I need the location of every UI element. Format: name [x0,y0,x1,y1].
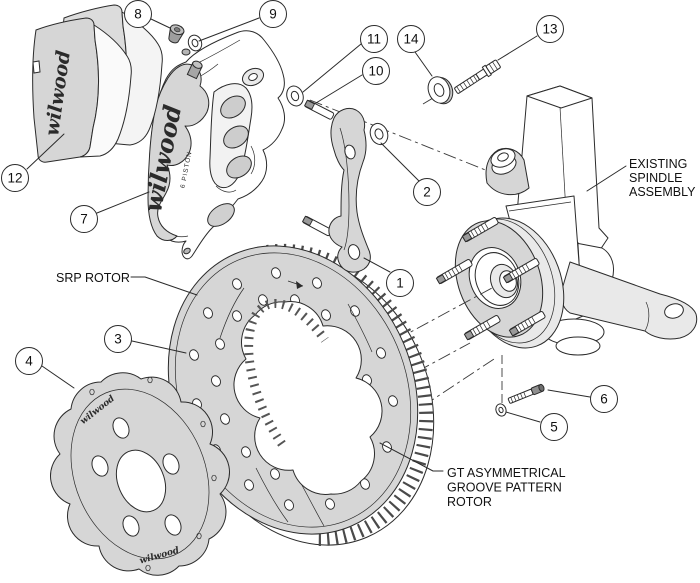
rotor-vent-vanes [240,243,434,547]
text-labels: SRP ROTOR EXISTING SPINDLE ASSEMBLY GT A… [56,157,696,509]
rotor-hat: wilwood wilwood [50,372,230,576]
svg-text:4: 4 [25,354,33,369]
wheel-stud [461,217,499,243]
callout-13: 13 [536,15,564,43]
caliper-piston-openings [220,95,252,179]
bracket-hole-upper [344,144,356,160]
flat-washer-2 [369,122,389,146]
caliper-face [147,63,210,241]
callout-8: 8 [124,0,152,28]
svg-text:9: 9 [269,7,277,22]
callout-11: 11 [360,25,388,53]
callout-5: 5 [540,413,568,441]
caliper-mounting-bracket [286,85,389,273]
bracket-stud-upper [303,99,335,120]
bleed-fitting-top [181,48,191,56]
wheel-stud [508,311,546,337]
rotor-center-opening [233,301,383,495]
mounting-bolt-13 [454,59,501,94]
svg-text:10: 10 [368,64,383,79]
callout-2: 2 [413,178,441,206]
svg-text:2: 2 [423,185,431,200]
wheel-stud [435,259,473,285]
spacer-washer-14 [427,76,454,105]
callout-12: 12 [1,164,29,192]
steering-arm-eye [664,303,684,319]
callouts: 1 2 3 4 5 6 7 8 9 10 11 12 13 14 [1,0,618,441]
bracket-body [328,107,371,273]
svg-text:6: 6 [600,392,608,407]
label-gt-rotor-line3: ROTOR [447,495,492,509]
bracket-hole-lower [347,244,361,260]
flat-washer-5 [495,403,507,417]
label-gt-rotor-line1: GT ASYMMETRICAL [447,466,566,480]
rotor-grooves [219,287,373,527]
callout-9: 9 [259,0,287,28]
label-existing-spindle-line3: ASSEMBLY [629,185,696,199]
svg-text:12: 12 [7,171,22,186]
brake-caliper: wilwood 6 PISTON [138,30,286,260]
svg-text:11: 11 [367,32,381,47]
wheel-stud [502,258,540,284]
rotation-arrow [287,280,304,289]
svg-text:7: 7 [80,212,88,227]
svg-text:14: 14 [403,32,419,47]
brake-pad-front-friction [79,24,132,158]
wheel-stud [463,315,501,341]
svg-text:13: 13 [542,22,557,37]
hat-rim-dimples [89,376,217,572]
spindle-post-top-face [526,85,593,109]
hat-center-bore [115,449,167,513]
callout-10: 10 [362,57,390,85]
brake-pads: wilwood [32,4,163,163]
spindle-ear-boss [490,148,517,175]
bracket-stud-lower [301,215,332,237]
callout-4: 4 [15,347,43,375]
socket-bolt-6 [507,383,545,404]
label-gt-rotor-line2: GROOVE PATTERN [447,481,562,495]
leader-lines [26,17,627,472]
svg-text:3: 3 [114,332,122,347]
crush-washer-9 [187,34,203,52]
svg-text:1: 1 [396,276,404,291]
callout-7: 7 [70,205,98,233]
bleed-screw [186,60,203,80]
svg-text:5: 5 [550,420,558,435]
inlet-fitting-8 [168,24,185,44]
bleed-fitting-bottom [183,247,191,255]
flat-washer-11 [286,85,304,107]
callout-14: 14 [397,25,425,53]
label-existing-spindle-line2: SPINDLE [629,171,683,185]
label-srp-rotor: SRP ROTOR [56,271,130,285]
label-existing-spindle-line1: EXISTING [629,157,687,171]
callout-6: 6 [590,385,618,413]
hat-lug-holes [91,417,182,537]
svg-text:8: 8 [134,7,142,22]
rotor [167,243,435,547]
callout-1: 1 [386,269,414,297]
callout-3: 3 [104,325,132,353]
